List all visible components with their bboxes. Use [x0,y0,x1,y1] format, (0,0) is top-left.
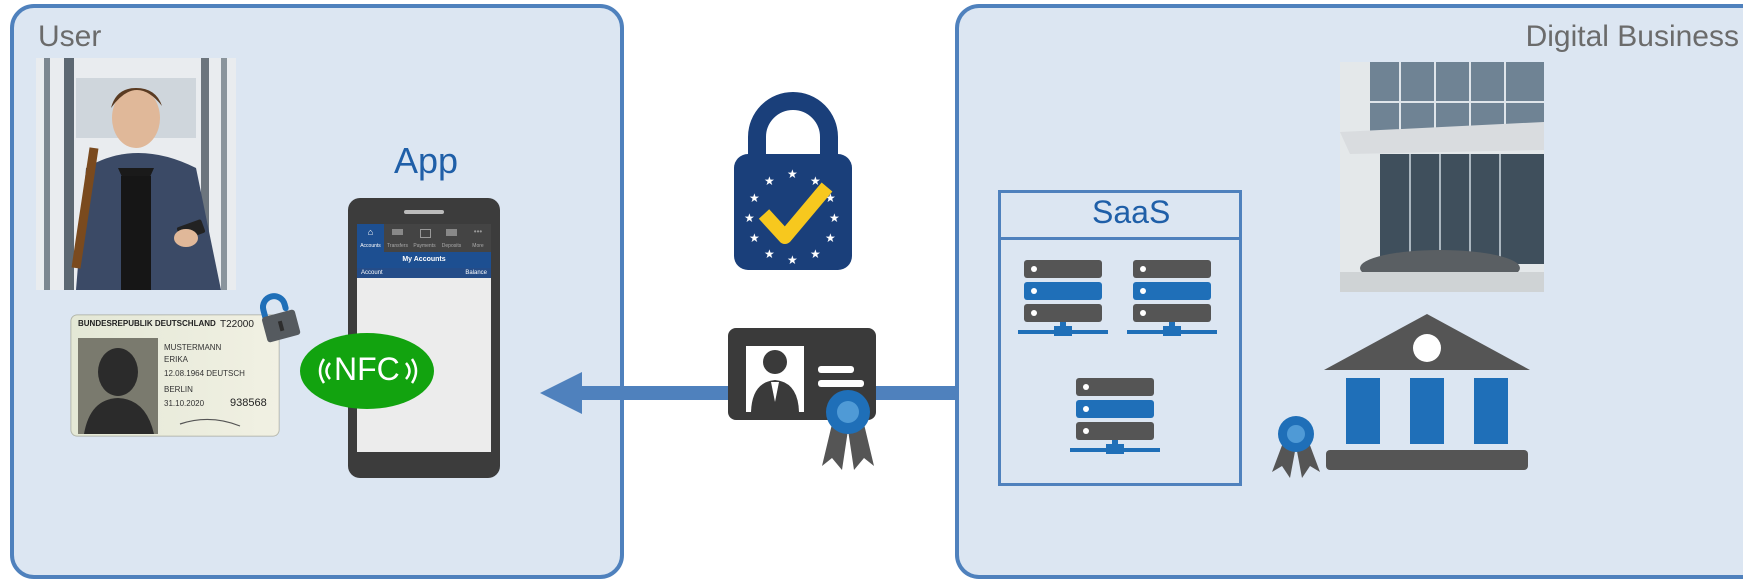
padlock-icon [260,293,301,343]
user-photo [36,58,236,290]
id-card-name2: ERIKA [164,355,189,364]
phone-tab-deposits[interactable]: Deposits [438,224,465,252]
svg-text:★: ★ [810,247,821,261]
nfc-label: NFC [334,351,400,387]
phone-speaker [404,210,444,214]
phone-tab-transfers[interactable]: Transfers [384,224,411,252]
phone-col-balance: Balance [465,270,487,276]
arrow-to-user [540,372,740,414]
svg-text:★: ★ [825,191,836,205]
svg-text:★: ★ [764,174,775,188]
certificate-icon [728,328,876,470]
phone-tabbar: ⌂ Accounts Transfers Payments Deposits •… [357,224,491,252]
phone-columns: Account Balance [357,268,491,278]
svg-text:★: ★ [829,211,840,225]
deposit-icon [446,229,457,236]
award-badge-icon [1272,416,1320,478]
id-card: BUNDESREPUBLIK DEUTSCHLAND T22000 MUSTER… [70,314,280,437]
svg-text:★: ★ [810,174,821,188]
server-icon [1018,260,1108,336]
id-card-code: 938568 [230,397,267,409]
bank-icon [1324,314,1530,470]
id-card-dob: 12.08.1964 DEUTSCH [164,369,245,378]
svg-text:★: ★ [744,211,755,225]
svg-text:★: ★ [749,231,760,245]
more-icon: ••• [473,227,483,236]
app-label: App [394,140,459,181]
svg-text:★: ★ [825,231,836,245]
phone-tab-payments[interactable]: Payments [411,224,438,252]
id-card-name1: MUSTERMANN [164,343,222,352]
svg-text:★: ★ [764,247,775,261]
saas-label: SaaS [1092,194,1171,230]
eu-trust-lock-icon: ★ ★ ★ ★ ★ ★ ★ ★ ★ ★ ★ ★ [734,92,852,270]
nfc-waves-right-icon [405,358,418,384]
server-icon [1127,260,1217,336]
user-panel-title: User [38,20,102,53]
nfc-waves-left-icon [318,358,331,384]
id-card-number: T22000 [220,319,254,330]
payment-icon [420,229,431,238]
home-icon: ⌂ [367,227,374,237]
transfer-icon [392,229,403,235]
phone-tab-more[interactable]: ••• More [465,224,491,252]
business-panel-title: Digital Business [1525,20,1739,53]
phone-header: My Accounts [357,252,491,268]
phone-tab-accounts[interactable]: ⌂ Accounts [357,224,384,252]
svg-text:★: ★ [787,167,798,181]
id-card-header: BUNDESREPUBLIK DEUTSCHLAND [78,319,216,328]
id-card-city: BERLIN [164,385,193,394]
saas-box [998,190,1242,486]
saas-title-divider [1001,237,1239,240]
svg-text:★: ★ [749,191,760,205]
building-photo [1340,62,1544,292]
id-card-expiry: 31.10.2020 [164,399,205,408]
nfc-badge: NFC [300,333,434,409]
svg-text:★: ★ [787,253,798,267]
server-icon [1070,378,1160,454]
phone-col-account: Account [361,270,383,276]
